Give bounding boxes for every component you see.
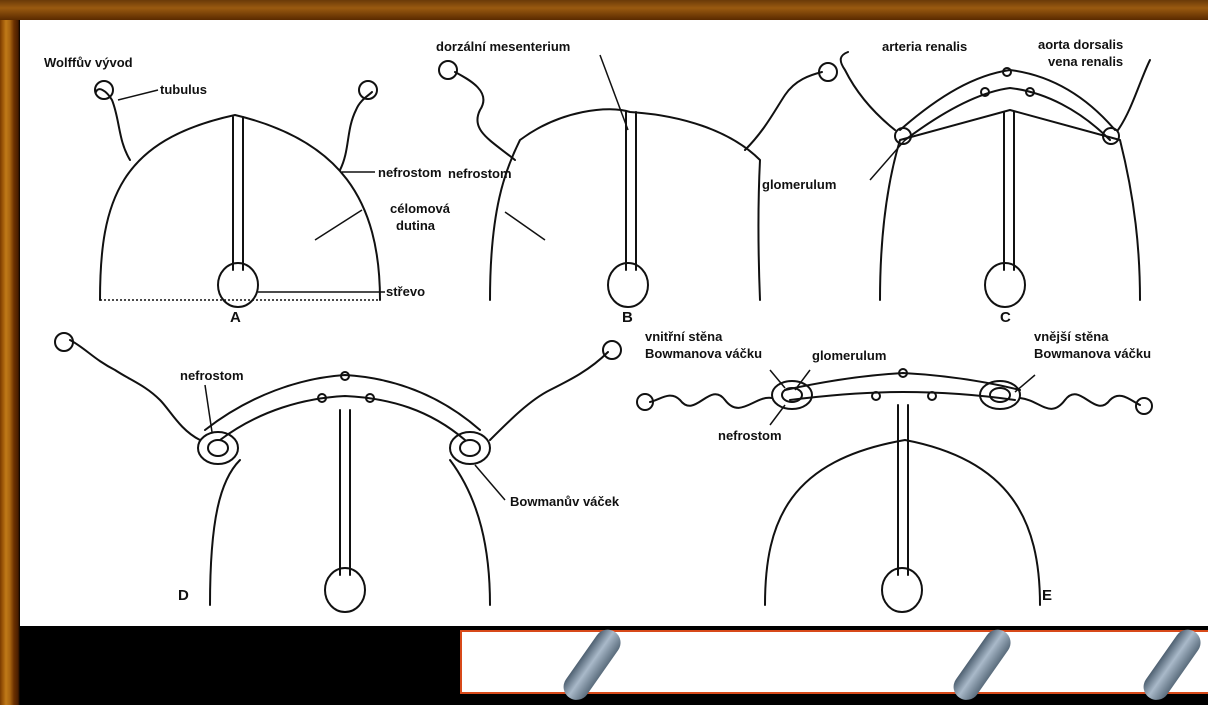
top-border: [0, 0, 1208, 20]
label-vnejsi-stena-1: vnější stěna: [1034, 329, 1109, 344]
label-vena-renalis: vena renalis: [1048, 54, 1123, 69]
panel-e-outline: [765, 440, 1040, 605]
panel-e: [637, 369, 1152, 612]
panel-e-gut: [882, 568, 922, 612]
tube-decoration-1: [558, 625, 625, 705]
label-nefrostom-d: nefrostom: [180, 368, 244, 383]
panel-b-mesentery: [626, 112, 636, 270]
panel-a-tubule-left: [96, 89, 130, 160]
label-nefrostom-e: nefrostom: [718, 428, 782, 443]
label-glomerulum-e: glomerulum: [812, 348, 886, 363]
panel-a-tubule-right: [340, 92, 372, 170]
label-vnejsi-stena-2: Bowmanova váčku: [1034, 346, 1151, 361]
label-glomerulum-c: glomerulum: [762, 177, 836, 192]
panel-c: [841, 52, 1150, 307]
label-arteria-renalis: arteria renalis: [882, 39, 967, 54]
tube-decoration-3: [1138, 625, 1205, 705]
kidney-development-diagram: Wolffův vývod tubulus nefrostom célomová…: [20, 20, 1208, 626]
label-panel-e: E: [1042, 587, 1052, 604]
panel-e-arch-outer: [785, 373, 1020, 390]
label-celomova: célomová: [390, 201, 451, 216]
panel-c-arch-inner: [905, 88, 1110, 140]
label-aorta-dorsalis: aorta dorsalis: [1038, 37, 1123, 52]
panel-e-tubule-right: [1020, 394, 1140, 409]
panel-d-tubule-right: [490, 352, 608, 440]
panel-d: [55, 333, 621, 612]
panel-d-tubule-left: [70, 340, 200, 440]
label-panel-d: D: [178, 587, 189, 604]
panel-e-tubule-left: [650, 394, 772, 408]
panel-a-mesentery: [233, 117, 243, 270]
panel-c-mesentery: [1004, 112, 1014, 270]
label-strevo: střevo: [386, 284, 425, 299]
diagram-panel: Wolffův vývod tubulus nefrostom célomová…: [20, 20, 1208, 626]
panel-d-gut: [325, 568, 365, 612]
label-wolffuv-vyvod: Wolffův vývod: [44, 55, 133, 70]
tube-decoration-2: [948, 625, 1015, 705]
panel-b-tubule-right: [745, 72, 822, 150]
panel-c-outline: [880, 110, 1140, 300]
label-nefrostom-a: nefrostom: [378, 165, 442, 180]
bottom-decorative-box: [460, 630, 1208, 694]
label-tubulus: tubulus: [160, 82, 207, 97]
label-bowmanuv-vacek: Bowmanův váček: [510, 494, 620, 509]
label-dorzalni-mesenterium: dorzální mesenterium: [436, 39, 570, 54]
label-panel-c: C: [1000, 309, 1011, 326]
panel-d-arch-inner: [220, 396, 465, 440]
panel-e-mesentery: [898, 405, 908, 575]
label-panel-a: A: [230, 309, 241, 326]
label-panel-b: B: [622, 309, 633, 326]
panel-a-outline: [100, 115, 380, 300]
label-vnitrni-stena-1: vnitřní stěna: [645, 329, 723, 344]
label-vnitrni-stena-2: Bowmanova váčku: [645, 346, 762, 361]
panel-b-tubule-left: [455, 72, 515, 160]
panel-d-mesentery: [340, 410, 350, 575]
label-dutina: dutina: [396, 218, 436, 233]
panel-b-gut: [608, 263, 648, 307]
label-nefrostom-b: nefrostom: [448, 166, 512, 181]
panel-a: [95, 81, 385, 307]
